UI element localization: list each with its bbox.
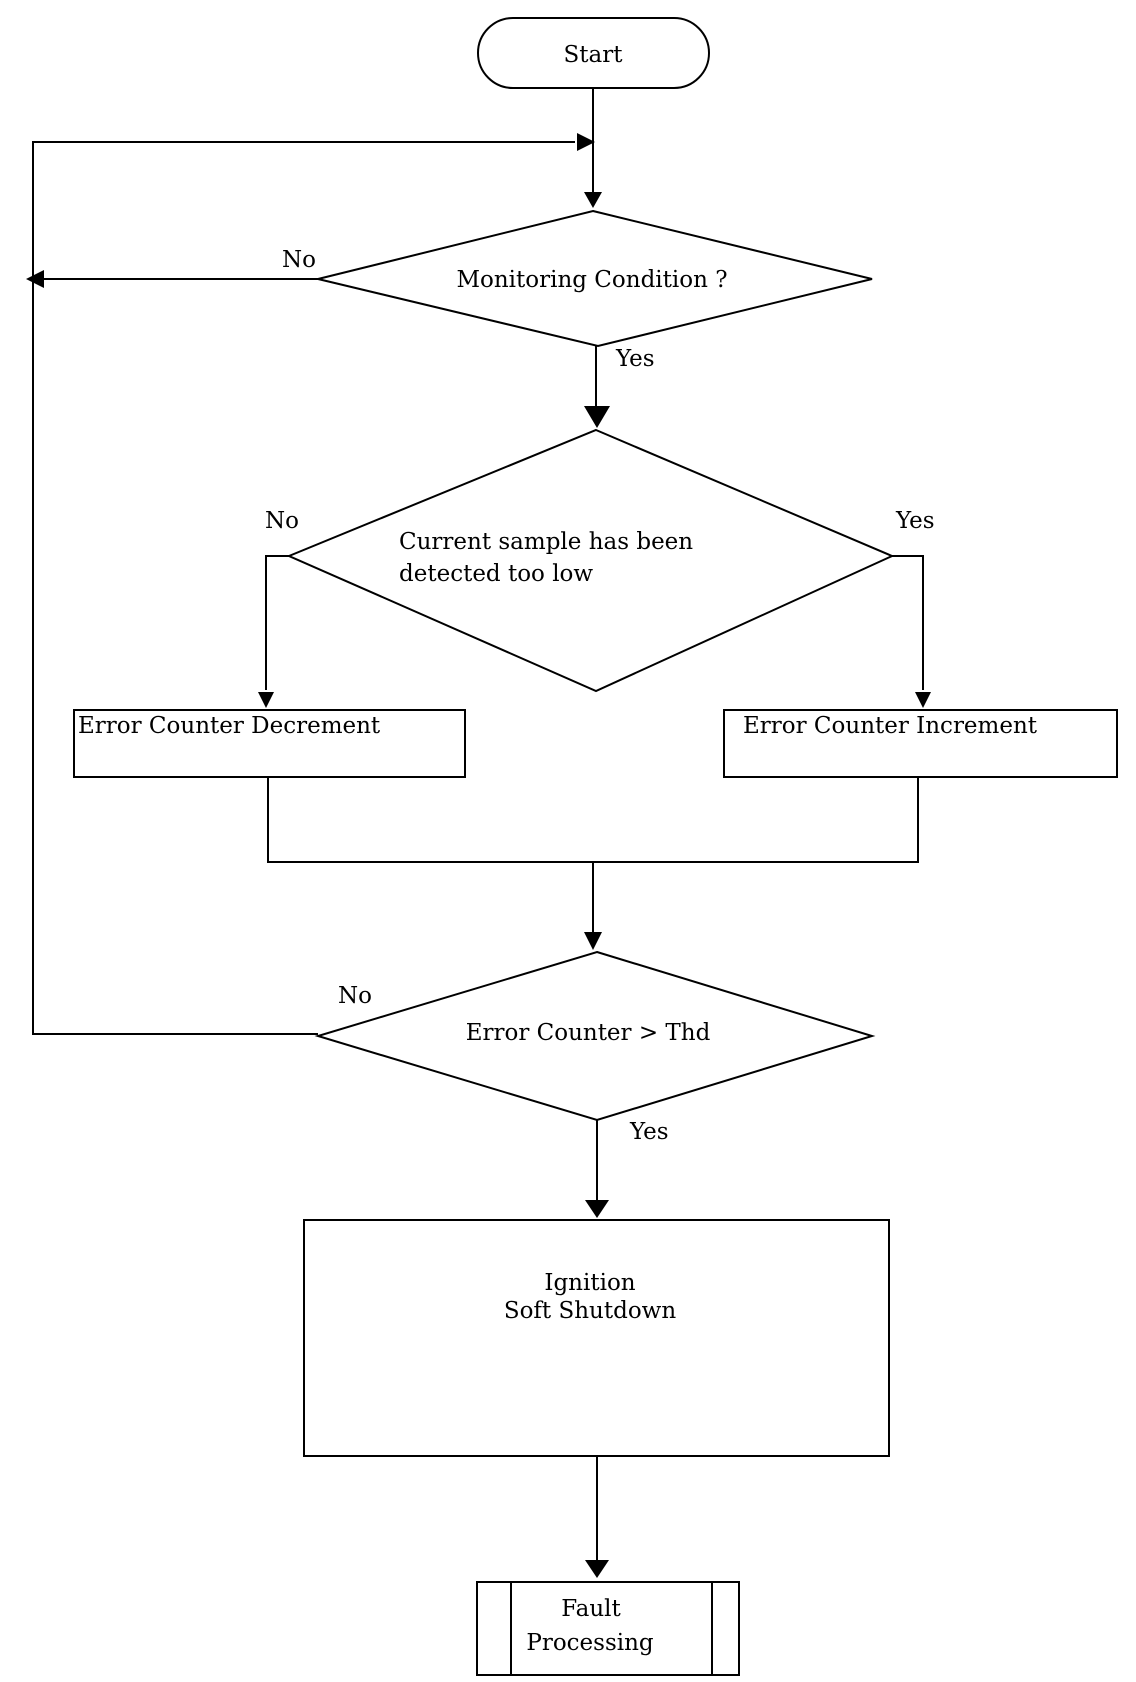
branch-labels: No Yes No Yes No Yes [265,247,935,1145]
increment-label: Error Counter Increment [743,713,1038,739]
arrow-monitoring-no [26,270,44,288]
arrow-into-decrement [258,692,274,708]
fault-process: Fault Processing [476,1581,740,1676]
sample-decision: Current sample has been detected too low [286,428,895,693]
monitoring-decision: Monitoring Condition ? [317,209,873,348]
monitoring-no-label: No [282,247,316,273]
sample-label-line-1: Current sample has been [399,529,693,555]
threshold-label: Error Counter > Thd [466,1020,711,1046]
start-label: Start [564,42,624,68]
start-node: Start [477,17,710,89]
arrow-into-increment [915,692,931,708]
increment-box: Error Counter Increment [723,709,1118,778]
arrow-into-shutdown [585,1200,609,1218]
connector-sample-yes [892,555,924,690]
sample-yes-label: Yes [895,508,935,534]
fault-label-line-2: Processing [526,1630,654,1656]
shutdown-label-line-2: Soft Shutdown [504,1298,677,1324]
threshold-no-label: No [338,983,372,1009]
shutdown-box: Ignition Soft Shutdown [303,1219,890,1457]
monitoring-label: Monitoring Condition ? [456,267,727,293]
arrow-loop-junction [577,133,595,151]
monitoring-yes-label: Yes [615,346,655,372]
sample-label-line-2: detected too low [399,561,593,587]
connector-merge [267,777,919,863]
loop-back-line [32,141,575,1035]
sample-no-label: No [265,508,299,534]
decrement-label: Error Counter Decrement [78,713,381,739]
connector-sample-no [265,555,289,690]
shutdown-label-line-1: Ignition [544,1270,635,1296]
arrowheads [26,133,931,1578]
fault-label-line-1: Fault [561,1596,621,1622]
arrow-into-sample [584,406,610,428]
arrow-into-fault [585,1560,609,1578]
threshold-decision: Error Counter > Thd [314,950,876,1122]
threshold-yes-label: Yes [629,1119,669,1145]
decrement-box: Error Counter Decrement [73,709,466,778]
arrow-into-monitoring [584,192,602,208]
connectors [32,88,924,1562]
arrow-into-threshold [584,932,602,950]
